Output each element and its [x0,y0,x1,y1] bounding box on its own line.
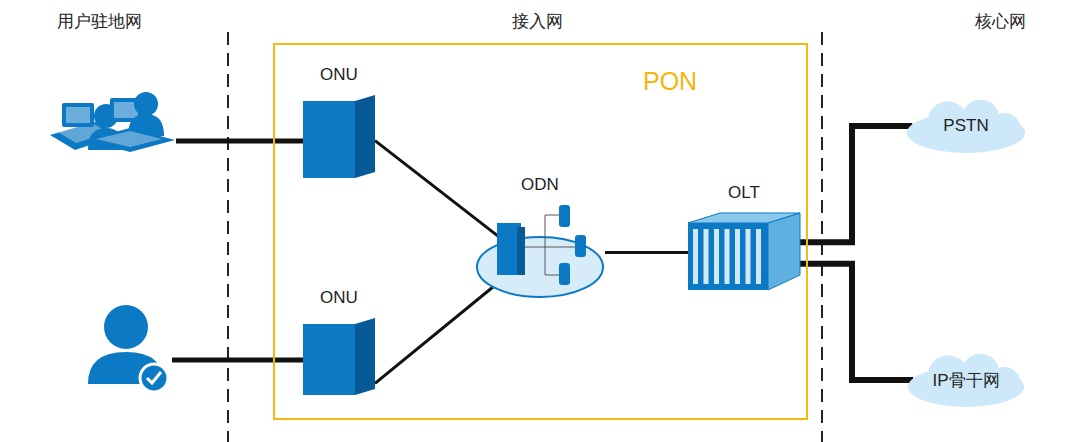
cloud-node: PSTN [905,98,1027,154]
onu-front [303,101,355,178]
network-region: PON ONU ONU ODN OLT [273,43,808,420]
olt-icon [688,213,800,290]
region-title: PON [643,67,697,96]
odn-cabinet-side [517,227,525,275]
olt-side [768,213,800,290]
device-label: ONU [320,65,358,85]
onu-node: ONU [303,95,375,178]
user-line [176,139,304,144]
olt-slot [693,229,698,284]
user-group-icon [50,92,175,152]
fiber-link [375,286,495,384]
zone-heading: 接入网 [512,10,563,33]
device-label: ONU [320,288,358,308]
cloud-shape [908,354,1024,407]
fiber-link [375,141,498,237]
odn-splitter [575,235,586,257]
onu-side [355,318,375,395]
olt-slot [756,229,761,284]
fiber-link [800,264,913,380]
onu-icon [303,318,375,395]
zone-heading: 用户驻地网 [57,10,142,33]
onu-node: ONU [303,318,375,395]
olt-slot [704,229,709,284]
user-line [172,358,304,363]
onu-front [303,324,355,395]
olt-slot [735,229,740,284]
network-name: IP骨干网 [932,369,999,392]
olt-front [688,223,768,290]
cloud-text-wrap: IP骨干网 [906,352,1026,408]
odn-icon [475,205,605,300]
cloud-node: IP骨干网 [906,352,1026,408]
cloud-text-wrap: PSTN [905,98,1027,154]
fiber-link [800,126,912,242]
olt-node: OLT [688,213,800,290]
zone-heading: 核心网 [975,10,1026,33]
odn-node: ODN [475,205,605,300]
fiber-link [605,251,688,254]
device-label: ODN [521,175,559,195]
olt-slot [714,229,719,284]
onu-icon [303,95,375,178]
network-name: PSTN [943,116,988,136]
device-label: OLT [728,183,760,203]
olt-slot [725,229,730,284]
odn-splitter [559,205,570,227]
cloud-shape [907,100,1025,153]
boundary-dashed-line [821,32,823,442]
user-icon [88,305,168,392]
odn-splitter [559,263,570,285]
onu-side [355,95,375,178]
boundary-dashed-line [227,32,229,442]
olt-slot [746,229,751,284]
